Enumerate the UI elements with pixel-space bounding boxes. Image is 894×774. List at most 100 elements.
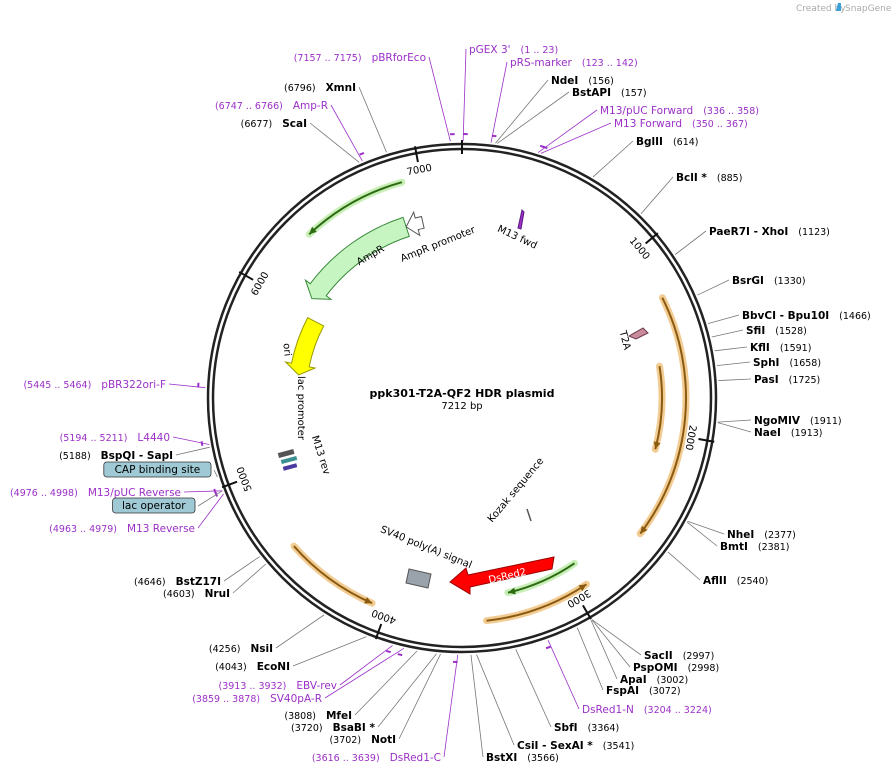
primer-site-mark — [359, 151, 365, 156]
site-position: (123 .. 142) — [582, 58, 638, 69]
site-position: (3204 .. 3224) — [644, 705, 712, 716]
leader-line — [175, 446, 210, 456]
site-position: (3720) — [291, 723, 323, 734]
tick-label: 6000 — [249, 270, 271, 298]
site-position: (3702) — [329, 735, 361, 746]
annotation-amp-r: Amp-R(6747 .. 6766) — [215, 100, 365, 162]
annotation-bbvci-bpu10i: BbvCI - Bpu10I(1466) — [707, 310, 871, 325]
leader-line — [197, 493, 224, 529]
leader-line — [428, 56, 451, 142]
feature-box-label: lac operator — [122, 500, 186, 512]
annotation-pspomi: PspOMI(2998) — [591, 619, 719, 674]
tick-mark — [644, 232, 659, 245]
site-name: BstZ17I — [176, 576, 221, 588]
site-name: CsiI - SexAI * — [517, 740, 593, 752]
leader-line — [590, 620, 618, 680]
site-position: (3808) — [284, 711, 316, 722]
annotation-m13-forward: M13 Forward (350 .. 367) — [540, 118, 748, 154]
site-position: (1330) — [774, 276, 806, 287]
site-position: (1528) — [775, 326, 807, 337]
annotation-aflii: AflII(2540) — [667, 551, 768, 587]
leader-line — [223, 556, 260, 582]
annotation-paer7i-xhoi: PaeR7I - XhoI(1123) — [674, 226, 830, 255]
annotation-bglii: BglII(614) — [592, 136, 699, 178]
annotation-xmni: XmnI(6796) — [284, 82, 387, 153]
annotation-ndei: NdeI(156) — [495, 75, 614, 144]
lac-operator-mark — [282, 463, 298, 471]
leader-line — [711, 329, 744, 338]
site-name: M13 Reverse — [127, 523, 195, 535]
annotation-sv40pa-r: SV40pA-R(3859 .. 3878) — [192, 647, 405, 705]
annotation-ngomiv: NgoMIV(1911) — [717, 415, 842, 427]
snapgene-logo-icon — [836, 3, 841, 11]
site-position: (2997) — [683, 651, 715, 662]
site-position: (350 .. 367) — [692, 119, 748, 130]
annotation-bstapi: BstAPI(157) — [497, 87, 647, 144]
feature-box — [112, 497, 196, 514]
orange-feature-long-arrowhead — [640, 525, 648, 534]
annotation-mfei: MfeI (3808) — [284, 650, 418, 722]
tick-label: 5000 — [235, 465, 254, 493]
orange-feature-left-arrowhead — [364, 597, 373, 604]
site-name: pBR322ori-F — [101, 379, 166, 391]
leader-line — [697, 279, 730, 296]
leader-line — [377, 653, 437, 728]
tick-mark — [698, 438, 715, 443]
site-name: M13 Forward — [614, 118, 682, 130]
site-name: NruI — [205, 588, 230, 600]
primer-site-mark — [385, 649, 391, 654]
site-position: (1 .. 23) — [521, 45, 559, 56]
annotation-nhei: NheI(2377) — [687, 520, 796, 541]
site-name: pGEX 3' — [469, 44, 511, 56]
site-position: (5188) — [59, 451, 91, 462]
site-position: (2377) — [764, 530, 796, 541]
site-name: MfeI — [326, 710, 352, 722]
leader-line — [576, 627, 604, 691]
green-feature-mid — [504, 559, 578, 597]
site-position: (3002) — [657, 675, 689, 686]
m13-fwd-label: M13 fwd — [496, 224, 539, 252]
leader-line — [462, 48, 467, 142]
tick-mark — [221, 480, 238, 489]
features: DsRed2 — [277, 178, 690, 625]
site-position: (5194 .. 5211) — [60, 433, 128, 444]
site-name: M13/pUC Forward — [600, 105, 693, 117]
dsred2-body — [449, 556, 555, 595]
plasmid-title: ppk301-T2A-QF2 HDR plasmid — [370, 387, 555, 400]
site-position: (4963 .. 4979) — [49, 524, 117, 535]
site-position: (1725) — [789, 375, 821, 386]
site-name: SacII — [644, 650, 673, 662]
tick-mark — [582, 604, 592, 620]
tick-mark — [374, 623, 383, 640]
site-name: BstAPI — [572, 87, 611, 99]
site-name: pBRforEco — [372, 52, 426, 64]
tick-mark — [414, 146, 419, 163]
annotation-econi: EcoNI(4043) — [215, 636, 367, 673]
leader-line — [275, 614, 325, 649]
orange-feature-short-arrowhead — [653, 441, 661, 450]
site-position: (6747 .. 6766) — [215, 101, 283, 112]
lac-promoter-label: lac promoter — [295, 376, 306, 441]
plasmid-size: 7212 bp — [441, 401, 482, 412]
site-position: (614) — [673, 137, 699, 148]
site-name: PspOMI — [633, 662, 678, 674]
sv40-polya-box — [405, 568, 432, 589]
site-position: (2381) — [758, 542, 790, 553]
annotation-pbrforeco: pBRforEco(7157 .. 7175) — [294, 52, 455, 142]
site-name: SV40pA-R — [270, 693, 322, 705]
kozak-mark — [526, 508, 532, 522]
annotation-pgex-3: pGEX 3' (1 .. 23) — [462, 44, 559, 142]
site-position: (885) — [717, 173, 743, 184]
leader-line — [717, 419, 752, 423]
annotation-apai: ApaI(3002) — [590, 620, 689, 686]
site-position: (1591) — [780, 343, 812, 354]
annotation-dsred1-n: DsRed1-N(3204 .. 3224) — [545, 639, 712, 716]
annotation-csii-sexai: CsiI - SexAI *(3541) — [476, 654, 634, 752]
leader-line — [476, 654, 515, 746]
green-feature-top — [305, 178, 406, 238]
site-position: (5445 .. 5464) — [23, 380, 91, 391]
site-name: SbfI — [554, 722, 578, 734]
m13-fwd-arrow — [517, 209, 525, 230]
annotation-bsabi: BsaBI *(3720) — [291, 653, 437, 734]
